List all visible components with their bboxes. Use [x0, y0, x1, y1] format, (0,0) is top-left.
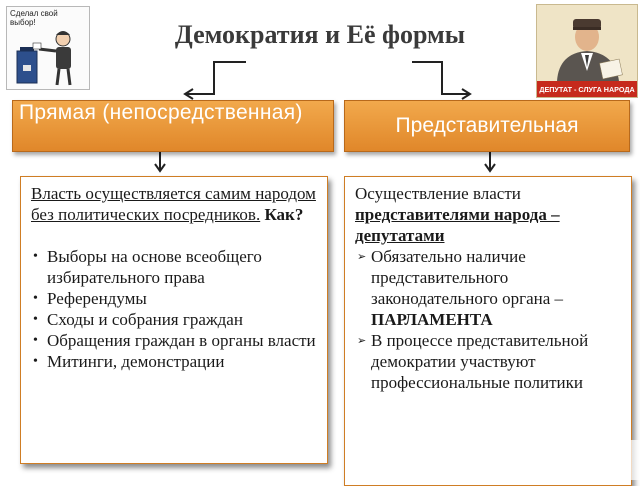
- right-connector: [412, 61, 470, 95]
- direct-democracy-header: Прямая (непосредственная): [12, 100, 334, 152]
- voter-cartoon-image: Сделал свой выбор!: [6, 6, 90, 90]
- direct-democracy-box: Власть осуществляется самим народом без …: [20, 176, 328, 464]
- representative-features-list: Обязательно наличие представительного за…: [355, 246, 623, 393]
- list-item-text: В процессе представительной демократии у…: [371, 331, 589, 392]
- left-arrowhead: [183, 88, 194, 100]
- page-title: Демократия и Её формы: [174, 20, 466, 49]
- list-item: В процессе представительной демократии у…: [355, 330, 623, 393]
- right-arrowhead: [461, 88, 472, 100]
- list-item-text: Обязательно наличие представительного за…: [371, 247, 564, 308]
- direct-how-question: Как?: [264, 205, 304, 224]
- list-item-emphasis: ПАРЛАМЕНТА: [371, 310, 493, 329]
- representative-democracy-header: Представительная: [344, 100, 630, 152]
- direct-header-label: Прямая (непосредственная): [19, 101, 303, 124]
- direct-forms-list: Выборы на основе всеобщего избирательног…: [31, 246, 319, 372]
- representative-description: Осуществление власти представителями нар…: [355, 183, 623, 246]
- representative-header-label: Представительная: [395, 114, 579, 137]
- list-item: Митинги, демонстрации: [31, 351, 319, 372]
- representative-intro-emphasis: представителями народа – депутатами: [355, 205, 560, 245]
- direct-description: Власть осуществляется самим народом без …: [31, 183, 319, 225]
- representative-democracy-box: Осуществление власти представителями нар…: [344, 176, 632, 486]
- cartoon-caption: Сделал свой выбор!: [10, 9, 58, 27]
- deputy-portrait-icon: ДЕПУТАТ - СЛУГА НАРОДА: [537, 5, 637, 97]
- left-connector: [185, 61, 246, 95]
- list-item: Сходы и собрания граждан: [31, 309, 319, 330]
- list-item: Выборы на основе всеобщего избирательног…: [31, 246, 319, 288]
- list-item: Обращения граждан в органы власти: [31, 330, 319, 351]
- list-item: Референдумы: [31, 288, 319, 309]
- representative-intro: Осуществление власти: [355, 184, 521, 203]
- poster-banner-text: ДЕПУТАТ - СЛУГА НАРОДА: [539, 85, 634, 94]
- list-item: Обязательно наличие представительного за…: [355, 246, 623, 330]
- voter-with-ballot-box-icon: [16, 31, 72, 86]
- corner-fade: [420, 440, 640, 480]
- deputy-poster-image: ДЕПУТАТ - СЛУГА НАРОДА: [536, 4, 638, 98]
- direct-intro: Власть осуществляется самим народом без …: [31, 184, 316, 224]
